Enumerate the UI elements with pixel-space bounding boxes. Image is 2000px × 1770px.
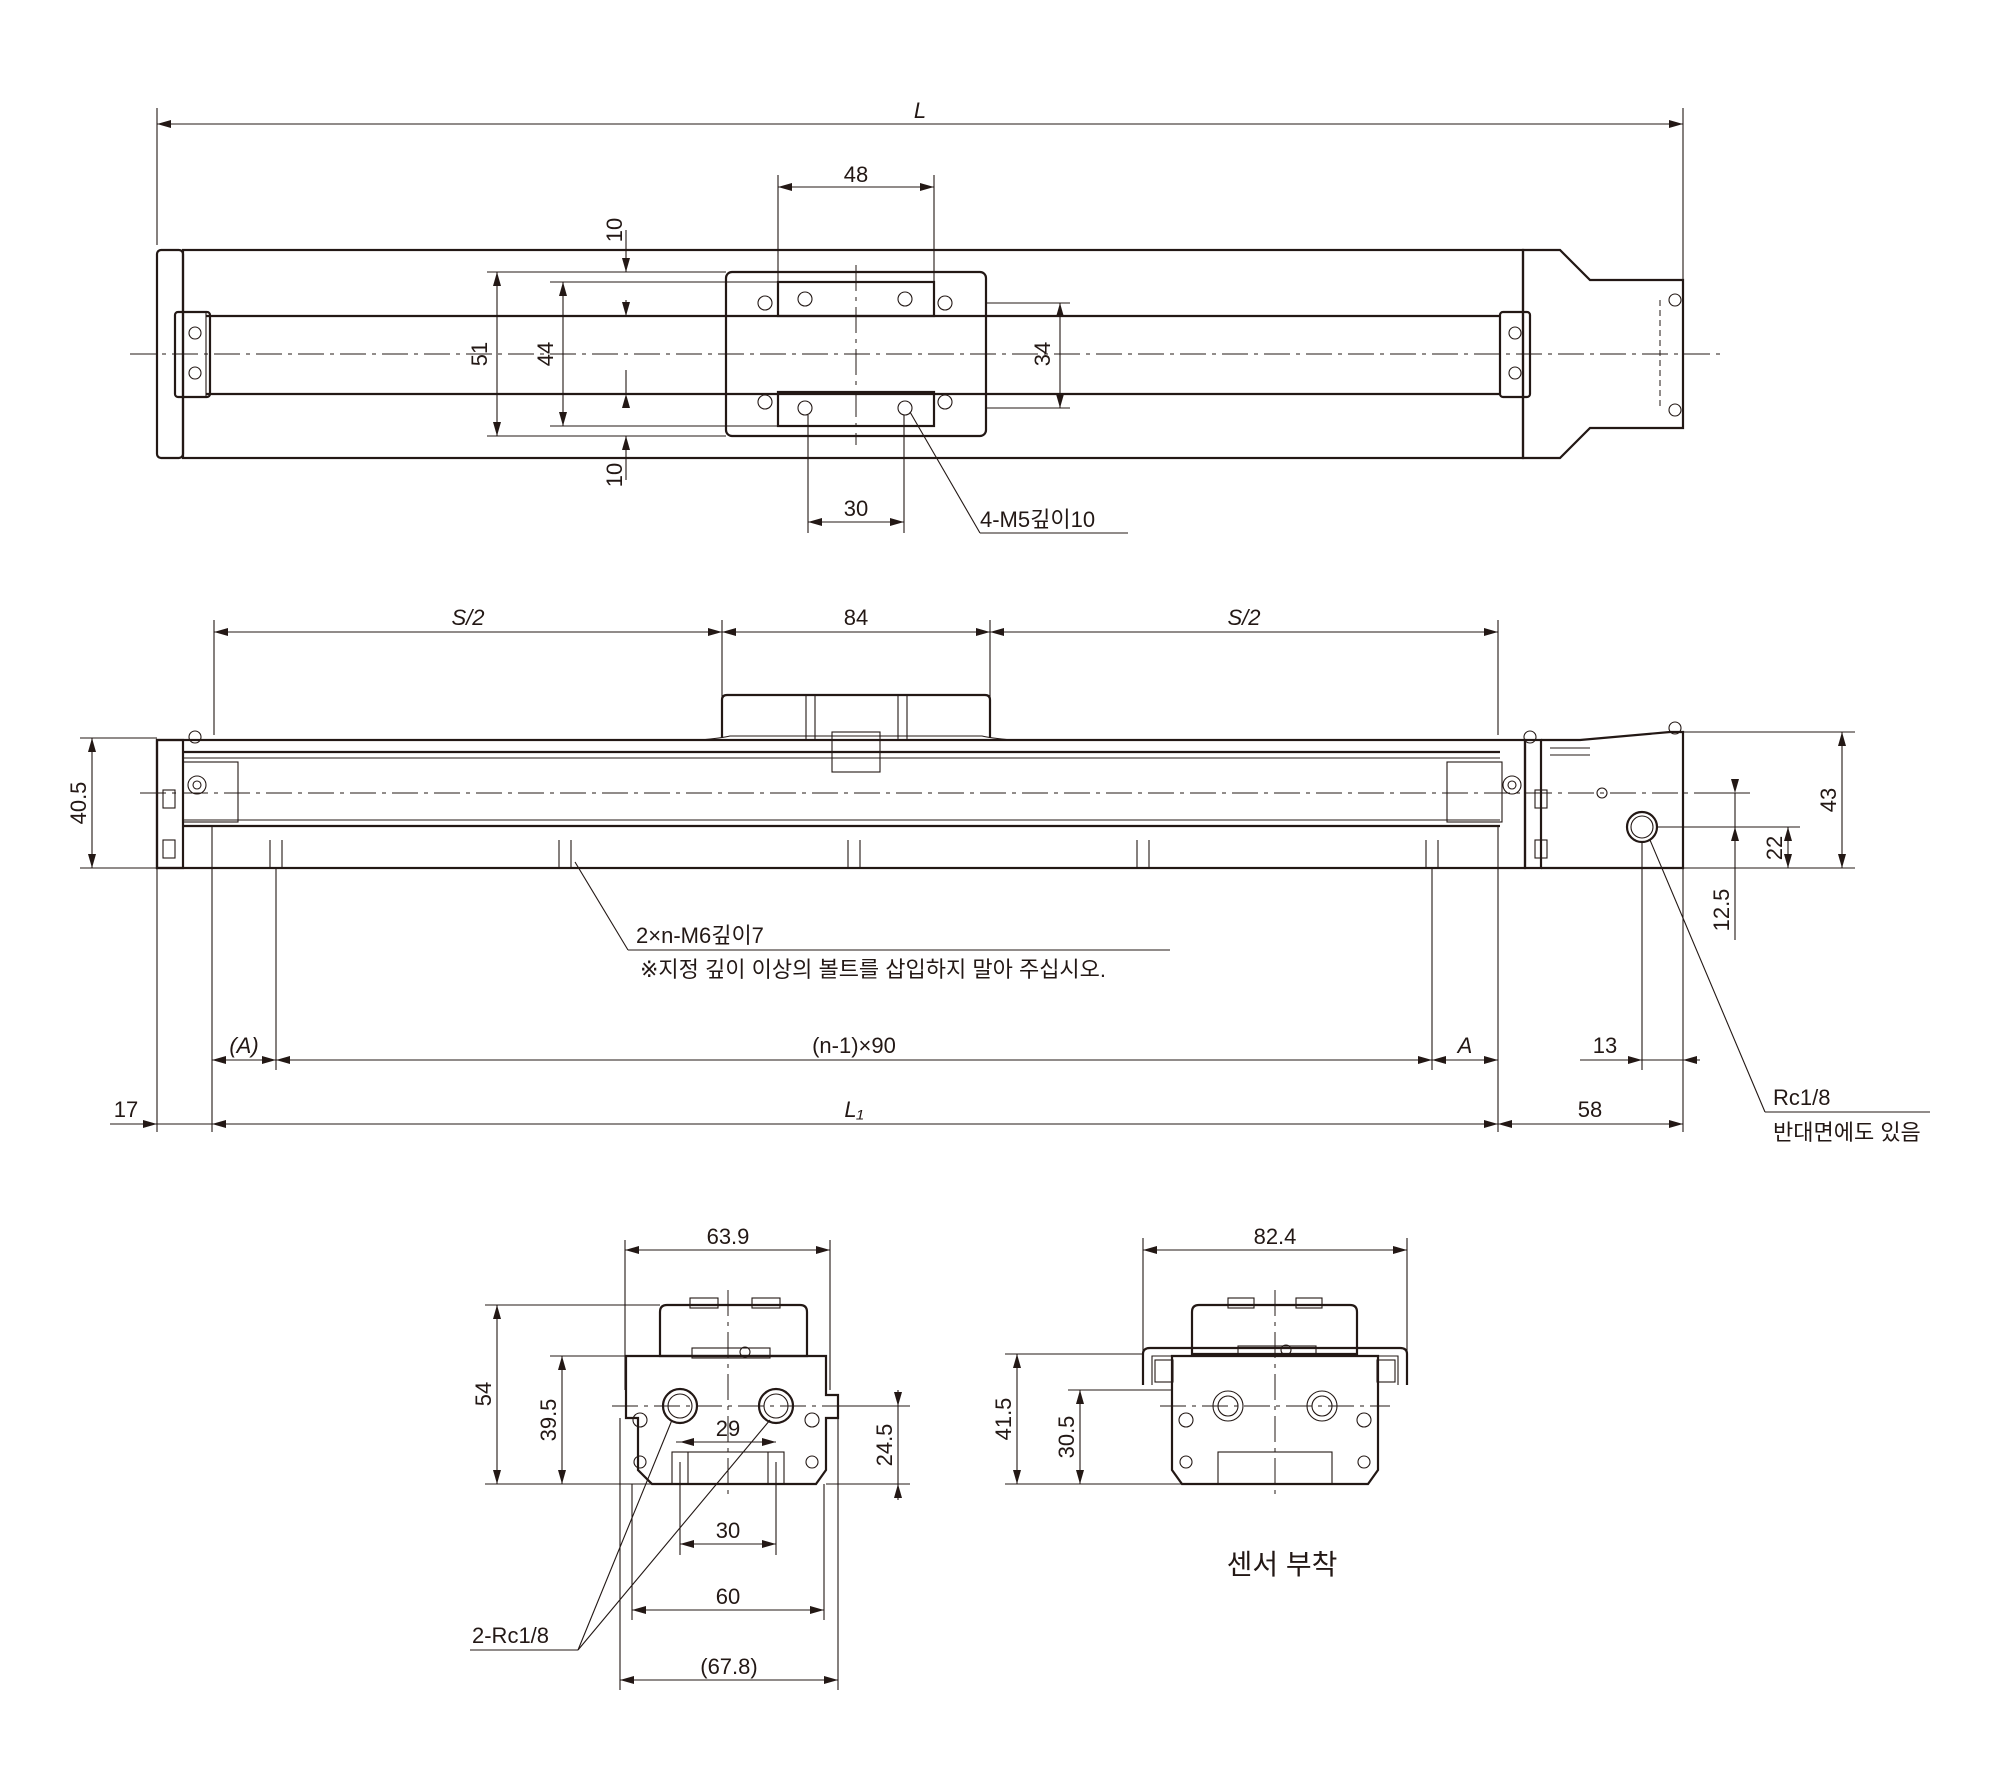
dim-34: 34	[1030, 342, 1055, 366]
dim-n-pitch: (n-1)×90	[812, 1033, 896, 1058]
dim-L: L	[914, 98, 926, 123]
dim-a-paren: (A)	[229, 1033, 258, 1058]
callout-m6: 2×n-M6깊이7	[636, 923, 764, 948]
dim-84: 84	[844, 605, 868, 630]
dim-58: 58	[1578, 1097, 1602, 1122]
end-view: 63.9 54 39.5 29	[470, 1224, 910, 1690]
dim-67-8: (67.8)	[700, 1654, 757, 1679]
dim-82-4: 82.4	[1254, 1224, 1297, 1249]
dim-48: 48	[844, 162, 868, 187]
dim-40-5: 40.5	[66, 782, 91, 825]
dim-63-9: 63.9	[707, 1224, 750, 1249]
dim-30-end: 30	[716, 1518, 740, 1543]
callout-rc-side-note: 반대면에도 있음	[1773, 1120, 1921, 1145]
dim-41-5: 41.5	[991, 1398, 1016, 1441]
dim-30-5: 30.5	[1054, 1416, 1079, 1459]
dim-39-5: 39.5	[536, 1399, 561, 1442]
callout-rc-side: Rc1/8	[1773, 1085, 1830, 1110]
dim-54: 54	[471, 1382, 496, 1406]
dim-s-half-left: S/2	[451, 605, 484, 630]
dim-13: 13	[1593, 1033, 1617, 1058]
dim-24-5: 24.5	[872, 1424, 897, 1467]
dim-44: 44	[533, 342, 558, 366]
dim-17: 17	[114, 1097, 138, 1122]
sensor-attached-view: 82.4 41.5 30.5 센서 부착	[991, 1224, 1409, 1580]
dim-12-5: 12.5	[1709, 889, 1734, 932]
dim-s-half-right: S/2	[1227, 605, 1260, 630]
dim-29: 29	[716, 1416, 740, 1441]
callout-rc-end: 2-Rc1/8	[472, 1623, 549, 1648]
dim-60: 60	[716, 1584, 740, 1609]
dim-10-upper: 10	[602, 218, 627, 242]
side-view: S/2 84 S/2	[66, 605, 1930, 1145]
caption-sensor: 센서 부착	[1227, 1549, 1338, 1580]
callout-m6-note: ※지정 깊이 이상의 볼트를 삽입하지 말아 주십시오.	[640, 957, 1106, 982]
top-view: L	[130, 98, 1720, 534]
dim-10-lower: 10	[602, 463, 627, 487]
dim-51: 51	[467, 342, 492, 366]
dim-30-top: 30	[844, 496, 868, 521]
callout-4-m5: 4-M5깊이10	[980, 507, 1095, 532]
dim-L1: L₁	[844, 1097, 863, 1122]
dim-a-right: A	[1456, 1033, 1473, 1058]
dim-22: 22	[1762, 836, 1787, 860]
dim-43: 43	[1816, 788, 1841, 812]
